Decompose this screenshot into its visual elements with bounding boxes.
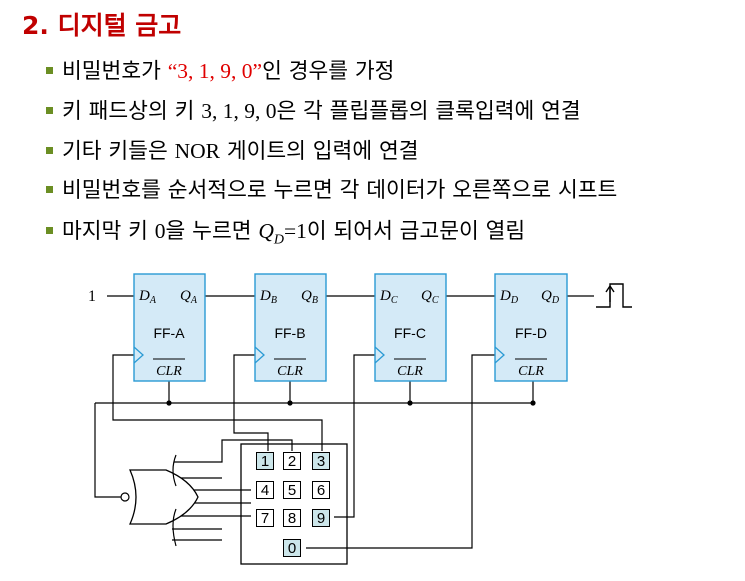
clock-triangle-icon bbox=[374, 346, 385, 364]
q-label: QB bbox=[301, 288, 318, 306]
clock-triangle-icon bbox=[133, 346, 144, 364]
nor-gate-body bbox=[129, 469, 199, 525]
ff-box bbox=[133, 273, 206, 382]
nor-bubble bbox=[120, 492, 130, 502]
keypad-frame bbox=[240, 443, 348, 565]
key-5[interactable]: 5 bbox=[283, 481, 301, 499]
key-7[interactable]: 7 bbox=[256, 509, 274, 527]
bullet-list: 비밀번호가 “3, 1, 9, 0”인 경우를 가정 키 패드상의 키 3, 1… bbox=[46, 56, 617, 256]
pulse-icon bbox=[596, 283, 632, 308]
key-1[interactable]: 1 bbox=[256, 452, 274, 470]
flipflop-d: DD QD FF-D CLR bbox=[494, 273, 568, 382]
keypad bbox=[240, 443, 348, 565]
page-title: 2. 디지털 금고 bbox=[22, 11, 182, 40]
q-label: QC bbox=[421, 288, 439, 306]
ff-name: FF-A bbox=[153, 325, 185, 341]
bullet-marker bbox=[46, 67, 53, 74]
nor-gate bbox=[120, 454, 199, 547]
ff-name: FF-B bbox=[274, 325, 305, 341]
clr-label: CLR bbox=[277, 364, 303, 379]
key-0[interactable]: 0 bbox=[283, 539, 301, 557]
key-4[interactable]: 4 bbox=[256, 481, 274, 499]
bullet-marker bbox=[46, 186, 53, 193]
d-label: DC bbox=[379, 288, 398, 306]
bullet-marker bbox=[46, 107, 53, 114]
d-label: DD bbox=[499, 288, 519, 306]
clr-label: CLR bbox=[518, 364, 544, 379]
clock-triangle-icon bbox=[254, 346, 265, 364]
key-3[interactable]: 3 bbox=[312, 452, 330, 470]
clock-triangle-icon bbox=[494, 346, 505, 364]
bullet-marker bbox=[46, 147, 53, 154]
key-9[interactable]: 9 bbox=[312, 509, 330, 527]
wire-junctions bbox=[166, 400, 536, 406]
clr-label: CLR bbox=[156, 364, 182, 379]
ff-name: FF-D bbox=[515, 325, 547, 341]
bullet-marker bbox=[46, 227, 53, 234]
ff-box bbox=[254, 273, 327, 382]
flipflop-b: DB QB FF-B CLR bbox=[254, 273, 327, 382]
key-2[interactable]: 2 bbox=[283, 452, 301, 470]
nor-input-wedge bbox=[172, 454, 177, 487]
key-8[interactable]: 8 bbox=[283, 509, 301, 527]
bullet-item: 비밀번호를 순서적으로 누르면 각 데이터가 오른쪽으로 시프트 bbox=[46, 176, 617, 216]
flipflop-a: DA QA FF-A CLR bbox=[133, 273, 206, 382]
d-label: DA bbox=[138, 288, 157, 306]
clr-label: CLR bbox=[397, 364, 423, 379]
flipflop-c: DC QC FF-C CLR bbox=[374, 273, 447, 382]
q-label: QA bbox=[180, 288, 198, 306]
bullet-item: 마지막 키 0을 누르면 QD=1이 되어서 금고문이 열림 bbox=[46, 216, 617, 256]
ff-box bbox=[494, 273, 568, 382]
input-label: 1 bbox=[88, 288, 96, 305]
key-6[interactable]: 6 bbox=[312, 481, 330, 499]
bullet-item: 키 패드상의 키 3, 1, 9, 0은 각 플립플롭의 클록입력에 연결 bbox=[46, 96, 617, 136]
ff-box bbox=[374, 273, 447, 382]
bullet-item: 기타 키들은 NOR 게이트의 입력에 연결 bbox=[46, 136, 617, 176]
bullet-item: 비밀번호가 “3, 1, 9, 0”인 경우를 가정 bbox=[46, 56, 617, 96]
nor-input-wedge bbox=[172, 508, 177, 547]
q-label: QD bbox=[541, 288, 560, 306]
ff-name: FF-C bbox=[394, 325, 426, 341]
d-label: DB bbox=[259, 288, 277, 306]
password-code: 3, 1, 9, 0 bbox=[177, 59, 253, 83]
